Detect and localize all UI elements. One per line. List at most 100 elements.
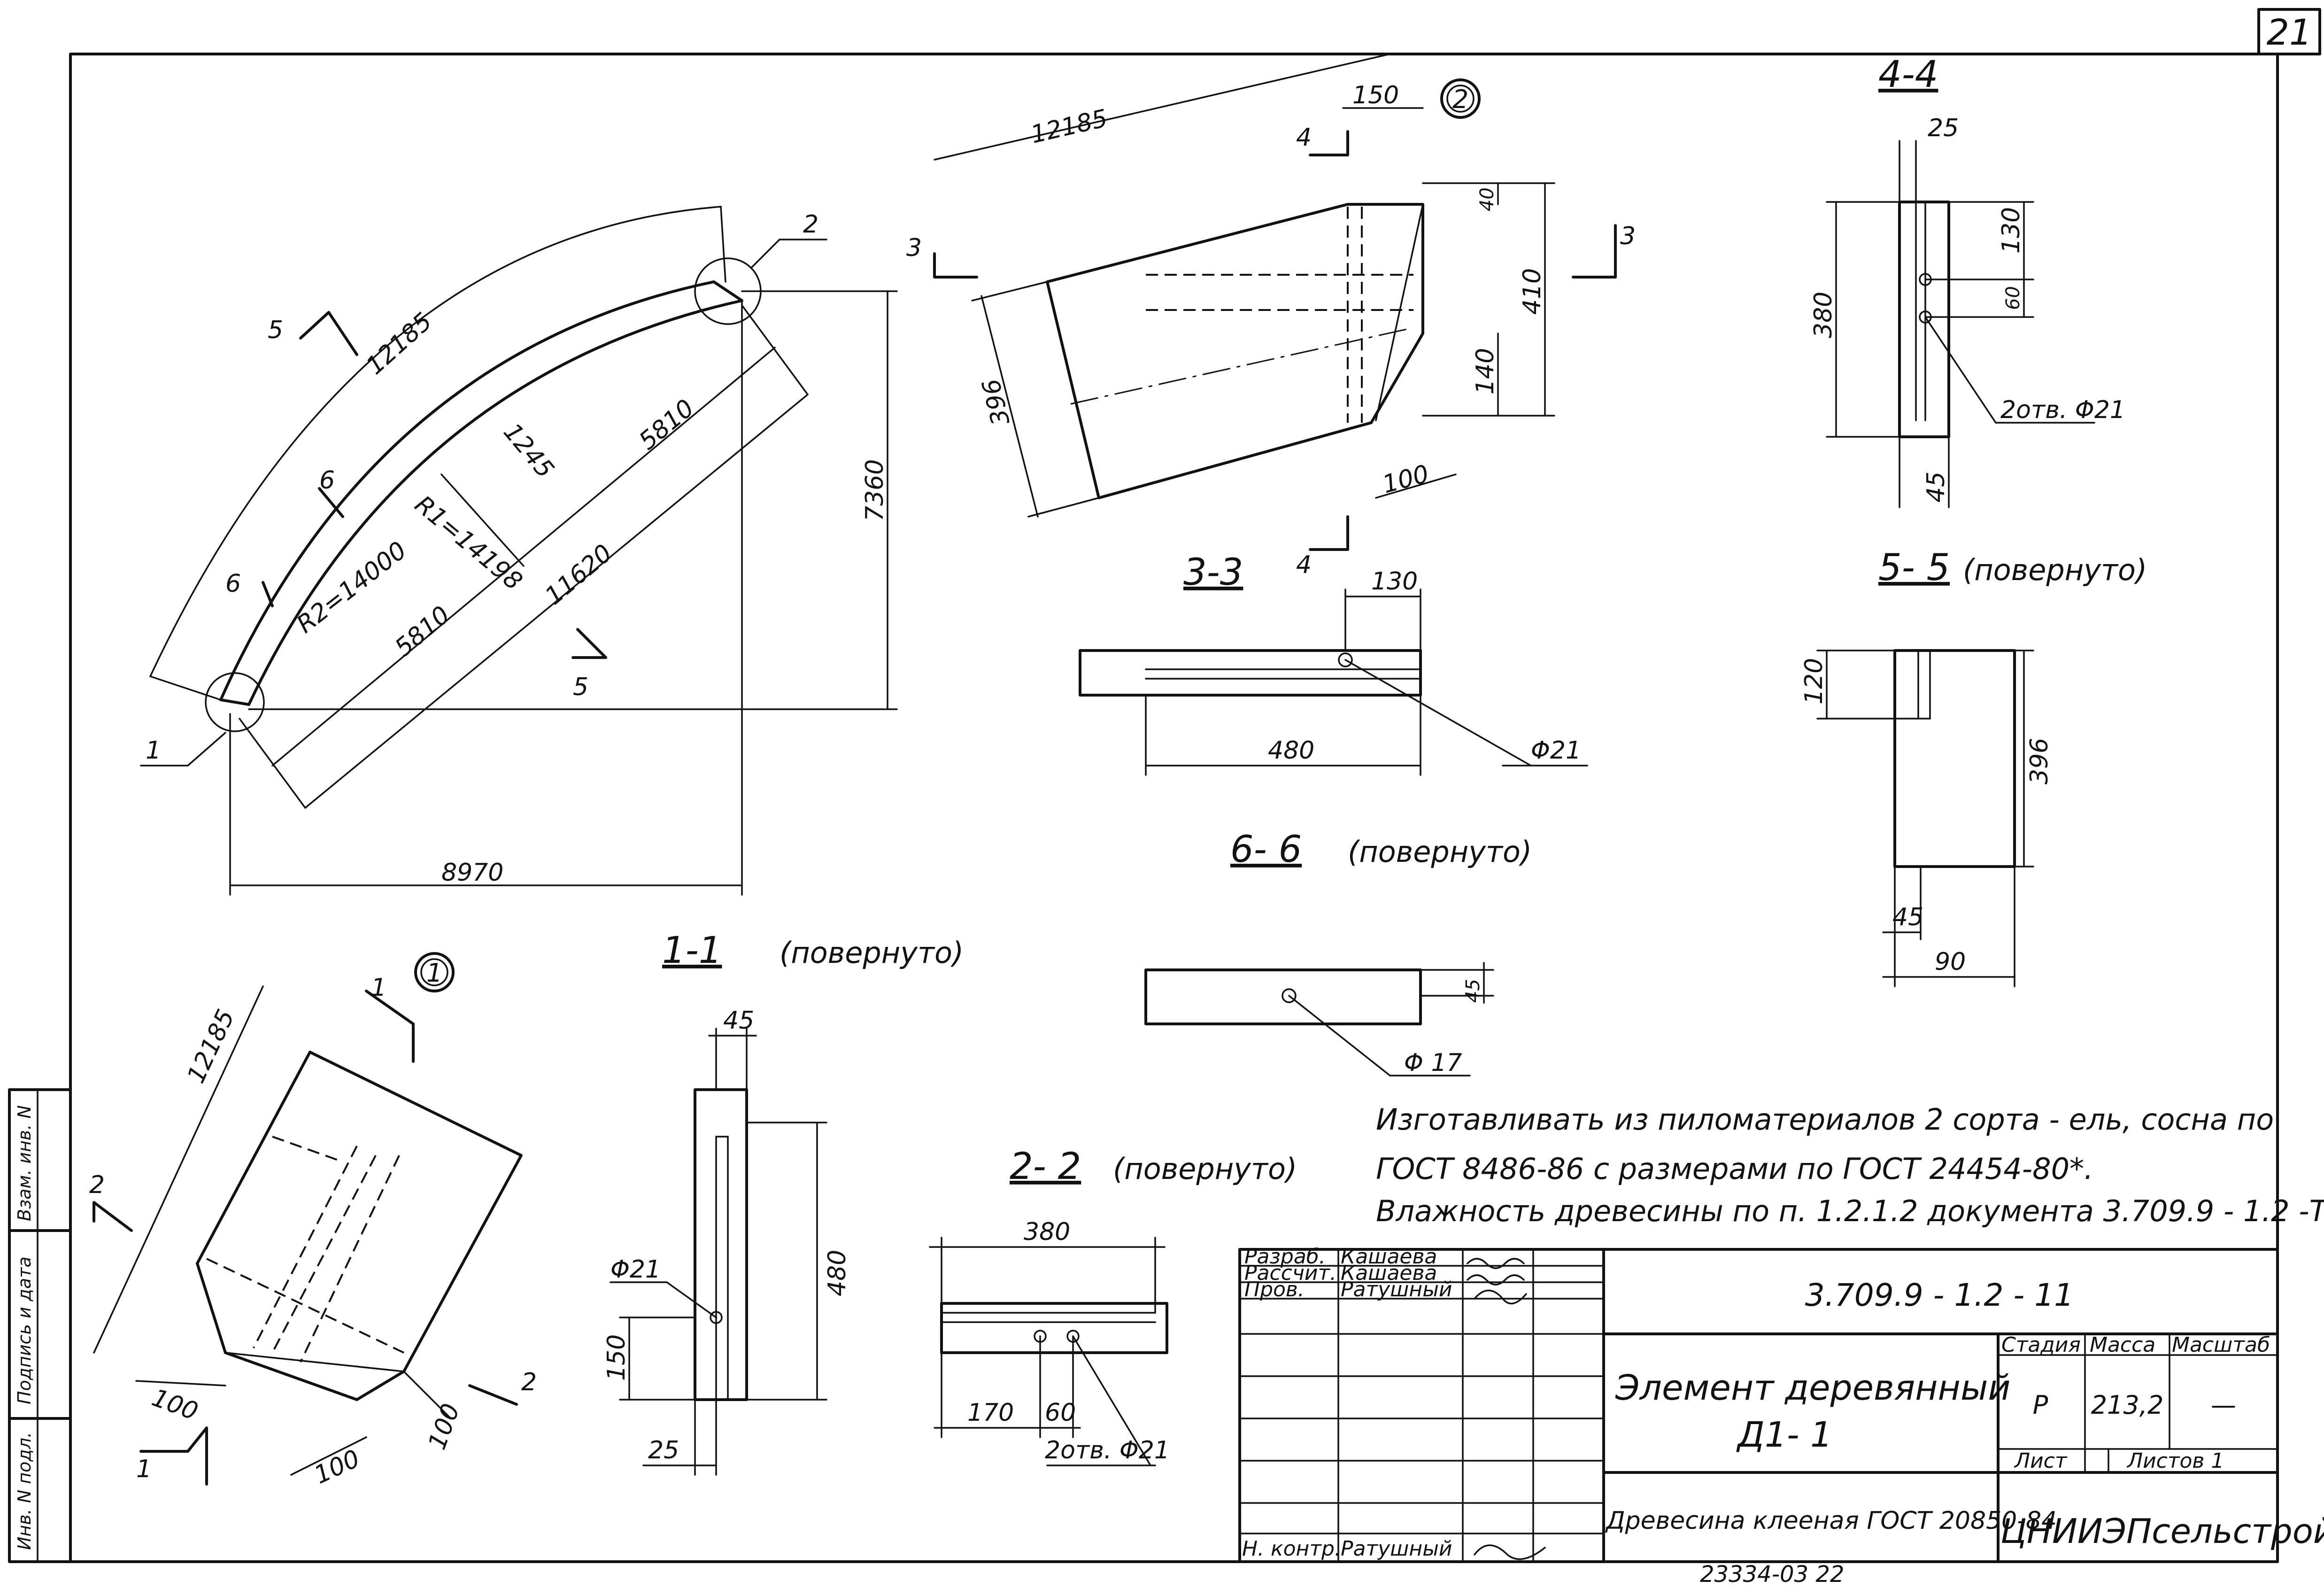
d1-dim-100-b: 100 — [310, 1444, 364, 1489]
drawing-frame — [69, 53, 2279, 1563]
s44-dim-45: 45 — [1922, 472, 1950, 503]
section-mark-6-bottom: 6 — [225, 570, 241, 598]
d2-dim-140: 140 — [1471, 348, 1499, 395]
detail-1-circle — [205, 672, 265, 732]
sheet-number: 21 — [2267, 11, 2312, 53]
s55-dim-120: 120 — [1800, 658, 1828, 705]
section-1-1-note: (повернуто) — [780, 936, 964, 970]
d2-mark-3-right: 3 — [1620, 222, 1636, 250]
callout-detail-2: 2 — [803, 210, 818, 239]
tb-organization: ЦНИИЭПсельстрой — [2000, 1511, 2324, 1551]
section-2-2: 2- 2 (повернуто) 380 170 60 2отв. Φ21 — [929, 1146, 1297, 1466]
s33-dim-130: 130 — [1371, 567, 1418, 596]
d2-mark-4-top: 4 — [1296, 124, 1312, 152]
tb-name-2: Ратушный — [1341, 1278, 1452, 1301]
signature-2 — [1467, 1274, 1525, 1286]
section-1-1-title: 1-1 — [662, 930, 722, 972]
section-6-6: 6- 6 (повернуто) 45 Φ 17 — [1144, 829, 1532, 1077]
section-3-3: 3-3 130 480 Φ21 — [1079, 551, 1588, 776]
s44-dim-380: 380 — [1809, 292, 1838, 338]
tb-element-title-2: Д1- 1 — [1736, 1415, 1832, 1455]
section-mark-5-top: 5 — [268, 316, 283, 344]
tb-name-0: Кашаева — [1341, 1245, 1437, 1269]
tb-name-1: Кашаева — [1341, 1261, 1437, 1285]
section-5-5-note: (повернуто) — [1963, 553, 2147, 587]
d1-dim-100-c: 100 — [423, 1400, 465, 1454]
side-stamp: Инв. N подл. Подпись и дата Взам. инв. N — [8, 1088, 72, 1563]
detail-1-outline — [196, 1051, 523, 1401]
main-arch-view: 12185 11620 5810 5810 1245 R1=14198 R2=1… — [140, 206, 898, 896]
d2-dim-396: 396 — [977, 376, 1015, 428]
s33-hole: Φ21 — [1531, 736, 1581, 765]
s11-dim-45: 45 — [723, 1007, 754, 1035]
dim-radius-1: R1=14198 — [409, 490, 528, 596]
tb-scale-label: Масштаб — [2172, 1333, 2270, 1357]
d1-mark-2-right: 2 — [521, 1368, 537, 1396]
detail-1-marker-circle — [414, 952, 455, 992]
detail-2-view: 2 12185 150 410 40 140 396 100 3 3 4 — [906, 53, 1636, 579]
dim-half-chord-1: 5810 — [634, 394, 700, 456]
signature-1 — [1467, 1258, 1525, 1269]
d2-mark-4-bottom: 4 — [1296, 551, 1312, 579]
tb-scale-value: — — [2211, 1390, 2236, 1420]
tb-element-title-1: Элемент деревянный — [1615, 1368, 2010, 1408]
s66-hole: Φ 17 — [1404, 1049, 1462, 1077]
arch-outer-edge — [219, 280, 715, 701]
detail-1-view: 1 12185 100 100 100 1 1 2 2 — [89, 952, 537, 1490]
s66-dim-45: 45 — [1462, 979, 1484, 1003]
s55-dim-45: 45 — [1892, 903, 1923, 931]
d1-mark-1-bottom: 1 — [136, 1455, 152, 1483]
section-3-3-title: 3-3 — [1183, 551, 1243, 594]
dim-height: 7360 — [861, 459, 889, 521]
section-2-2-title: 2- 2 — [1010, 1146, 1081, 1188]
dim-arc-length: 12185 — [361, 307, 438, 380]
signature-4 — [1474, 1544, 1546, 1560]
d2-dim-arc: 12185 — [1028, 104, 1110, 149]
tb-mass-value: 213,2 — [2091, 1390, 2164, 1420]
section-mark-6-top: 6 — [319, 466, 335, 495]
s11-dim-480: 480 — [823, 1250, 851, 1296]
detail-1-marker: 1 — [426, 958, 442, 988]
d1-dim-arc: 12185 — [182, 1005, 240, 1087]
sheet-number-box — [2257, 8, 2321, 55]
tb-sheets-label: Листов 1 — [2126, 1449, 2224, 1473]
dim-rise: 1245 — [498, 418, 559, 484]
tb-mass-label: Масса — [2090, 1333, 2155, 1357]
side-stamp-label-3: Взам. инв. N — [14, 1105, 35, 1221]
d2-dim-410: 410 — [1518, 268, 1546, 315]
section-6-6-note: (повернуто) — [1348, 835, 1532, 869]
d2-dim-40: 40 — [1476, 187, 1498, 211]
s55-dim-90: 90 — [1935, 948, 1966, 976]
section-5-5: 5- 5 (повернуто) 120 396 45 90 — [1800, 547, 2147, 987]
section-6-6-title: 6- 6 — [1230, 829, 1302, 871]
detail-2-marker: 2 — [1452, 85, 1468, 114]
signature-3 — [1474, 1289, 1527, 1305]
section-5-5-title: 5- 5 — [1878, 547, 1950, 589]
section-4-4-title: 4-4 — [1878, 54, 1938, 96]
tb-name-3: Ратушный — [1341, 1537, 1452, 1561]
side-stamp-label-2: Подпись и дата — [14, 1256, 35, 1404]
dim-chord: 11620 — [540, 539, 618, 611]
s44-dim-130: 130 — [1997, 207, 2025, 254]
s22-dim-380: 380 — [1024, 1218, 1070, 1246]
tb-role-1: Рассчит. — [1244, 1261, 1336, 1285]
dim-radius-2: R2=14000 — [292, 536, 412, 639]
tb-stage-label: Стадия — [2001, 1333, 2081, 1357]
s44-dim-60: 60 — [2002, 286, 2024, 310]
notes: Изготавливать из пиломатериалов 2 сорта … — [1376, 1102, 2324, 1228]
tb-role-2: Пров. — [1244, 1278, 1305, 1301]
s22-dim-60: 60 — [1045, 1399, 1076, 1427]
section-1-1: 1-1 (повернуто) 45 480 150 25 Φ21 — [602, 930, 964, 1476]
s11-hole: Φ21 — [610, 1255, 661, 1284]
d2-dim-100: 100 — [1380, 460, 1432, 499]
d1-dim-100-a: 100 — [148, 1384, 202, 1426]
tb-role-0: Разраб. — [1244, 1245, 1326, 1269]
archive-number: 23334-03 22 — [1700, 1561, 1844, 1586]
d1-mark-1-top: 1 — [371, 974, 386, 1002]
s44-dim-25: 25 — [1928, 114, 1959, 142]
tb-stage-value: Р — [2033, 1390, 2048, 1420]
section-2-2-note: (повернуто) — [1113, 1152, 1297, 1186]
note-line-1: Изготавливать из пиломатериалов 2 сорта … — [1376, 1102, 2274, 1137]
